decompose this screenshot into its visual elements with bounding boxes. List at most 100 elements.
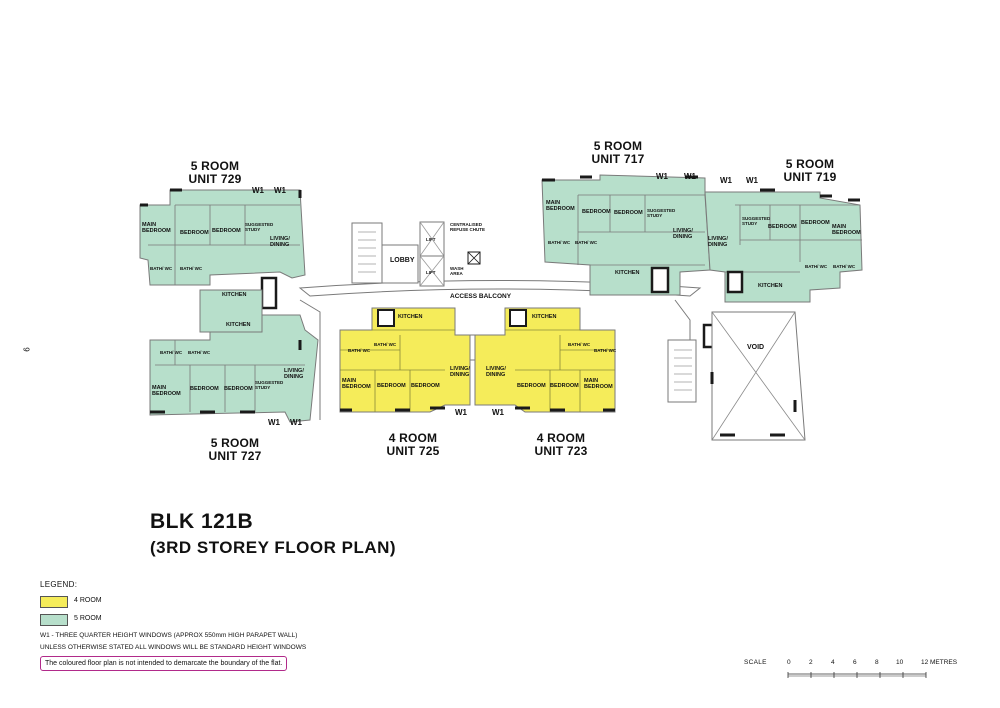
unit-729-type: 5 ROOM [190, 159, 240, 173]
four-room-legend-label: 4 ROOM [74, 597, 102, 604]
kitchen-label: KITCHEN [615, 270, 640, 276]
bedroom-label: BEDROOM [224, 386, 253, 392]
access-balcony-label: ACCESS BALCONY [450, 293, 512, 300]
bedroom-label: BEDROOM [190, 386, 219, 392]
living-dining-label: LIVING/ DINING [708, 236, 728, 248]
scale-label: SCALE [744, 659, 767, 666]
w1-marker: W1 [492, 408, 504, 417]
block-title: BLK 121B [150, 510, 254, 533]
w1-marker: W1 [252, 186, 264, 195]
w1-marker: W1 [268, 418, 280, 427]
unit-725-number: UNIT 725 [386, 444, 440, 458]
wash-area-label: WASH AREA [450, 266, 464, 276]
lift-label: LIFT [426, 237, 436, 242]
bedroom-label: BEDROOM [768, 224, 797, 230]
windows-note: UNLESS OTHERWISE STATED ALL WINDOWS WILL… [40, 644, 307, 651]
unit-723-type: 4 ROOM [536, 431, 586, 445]
bedroom-label: BEDROOM [582, 209, 611, 215]
w1-marker: W1 [274, 186, 286, 195]
w1-marker: W1 [684, 172, 696, 181]
unit-725-title: 4 ROOM UNIT 725 [378, 432, 448, 458]
w1-marker: W1 [290, 418, 302, 427]
bedroom-label: BEDROOM [411, 383, 440, 389]
unit-723-number: UNIT 723 [534, 444, 588, 458]
void-label: VOID [747, 344, 765, 351]
unit-719-type: 5 ROOM [785, 157, 835, 171]
bedroom-label: BEDROOM [550, 383, 579, 389]
bedroom-label: BEDROOM [517, 383, 546, 389]
bath-wc-label: BATH/ WC [188, 350, 211, 355]
kitchen-label: KITCHEN [398, 314, 423, 320]
bath-wc-label: BATH/ WC [594, 348, 617, 353]
unit-717-title: 5 ROOM UNIT 717 [583, 140, 653, 166]
suggested-study-label: SUGGESTED STUDY [742, 216, 771, 226]
living-dining-label: LIVING/ DINING [486, 366, 506, 378]
w1-marker: W1 [656, 172, 668, 181]
unit-723-plan [470, 307, 616, 413]
suggested-study-label: SUGGESTED STUDY [245, 222, 274, 232]
main-bedroom-label: MAIN BEDROOM [142, 222, 171, 234]
main-bedroom-label: MAIN BEDROOM [584, 378, 613, 390]
living-dining-label: LIVING/ DINING [673, 228, 693, 240]
w1-marker: W1 [720, 176, 732, 185]
bath-wc-label: BATH/ WC [348, 348, 371, 353]
unit-719-plan [704, 188, 863, 303]
bath-wc-label: BATH/ WC [150, 266, 173, 271]
unit-727-title: 5 ROOM UNIT 727 [200, 437, 270, 463]
living-dining-label: LIVING/ DINING [270, 236, 290, 248]
scale-tick: 8 [875, 659, 879, 666]
bath-wc-label: BATH/ WC [160, 350, 183, 355]
core-plan [351, 221, 481, 287]
bedroom-label: BEDROOM [614, 210, 643, 216]
scale-tick: 6 [853, 659, 857, 666]
scale-tick: 10 [896, 659, 904, 666]
five-room-swatch [40, 614, 68, 626]
unit-725-type: 4 ROOM [388, 431, 438, 445]
w1-marker: W1 [746, 176, 758, 185]
scale-bar [787, 672, 927, 678]
unit-717-number: UNIT 717 [591, 152, 645, 166]
main-bedroom-label: MAIN BEDROOM [546, 200, 575, 212]
bath-wc-label: BATH/ WC [374, 342, 397, 347]
unit-723-title: 4 ROOM UNIT 723 [526, 432, 596, 458]
kitchen-label: KITCHEN [222, 292, 247, 298]
suggested-study-label: SUGGESTED STUDY [647, 208, 676, 218]
floor-plan [139, 174, 863, 441]
unit-727-type: 5 ROOM [210, 436, 260, 450]
living-dining-label: LIVING/ DINING [450, 366, 470, 378]
refuse-chute-label: CENTRALISED REFUSE CHUTE [450, 222, 486, 232]
bedroom-label: BEDROOM [377, 383, 406, 389]
kitchen-label: KITCHEN [532, 314, 557, 320]
unit-729-title: 5 ROOM UNIT 729 [180, 160, 250, 186]
w1-note: W1 - THREE QUARTER HEIGHT WINDOWS (APPRO… [40, 632, 298, 639]
four-room-swatch [40, 596, 68, 608]
scale-tick: 4 [831, 659, 835, 666]
bath-wc-label: BATH/ WC [833, 264, 856, 269]
unit-717-type: 5 ROOM [593, 139, 643, 153]
bath-wc-label: BATH/ WC [575, 240, 598, 245]
main-bedroom-label: MAIN BEDROOM [152, 385, 181, 397]
disclaimer-note: The coloured floor plan is not intended … [40, 656, 288, 671]
scale-tick: 2 [809, 659, 813, 666]
floor-plan-subtitle: (3RD STOREY FLOOR PLAN) [150, 538, 397, 557]
bedroom-label: BEDROOM [180, 230, 209, 236]
scale-tick: 0 [787, 659, 791, 666]
unit-729-number: UNIT 729 [188, 172, 242, 186]
scale-tick: 12 [921, 659, 929, 666]
five-room-legend-label: 5 ROOM [74, 615, 102, 622]
living-dining-label: LIVING/ DINING [284, 368, 304, 380]
lift-label: LIFT [426, 270, 436, 275]
void-plan [667, 311, 806, 441]
bath-wc-label: BATH/ WC [548, 240, 571, 245]
legend-heading: LEGEND: [40, 580, 78, 589]
unit-717-plan [541, 174, 711, 296]
bedroom-label: BEDROOM [801, 220, 830, 226]
unit-719-title: 5 ROOM UNIT 719 [775, 158, 845, 184]
unit-719-number: UNIT 719 [783, 170, 837, 184]
suggested-study-label: SUGGESTED STUDY [255, 380, 284, 390]
bath-wc-label: BATH/ WC [180, 266, 203, 271]
unit-727-plan [149, 289, 319, 423]
main-bedroom-label: MAIN BEDROOM [832, 224, 861, 236]
unit-725-plan [339, 307, 471, 413]
main-bedroom-label: MAIN BEDROOM [342, 378, 371, 390]
